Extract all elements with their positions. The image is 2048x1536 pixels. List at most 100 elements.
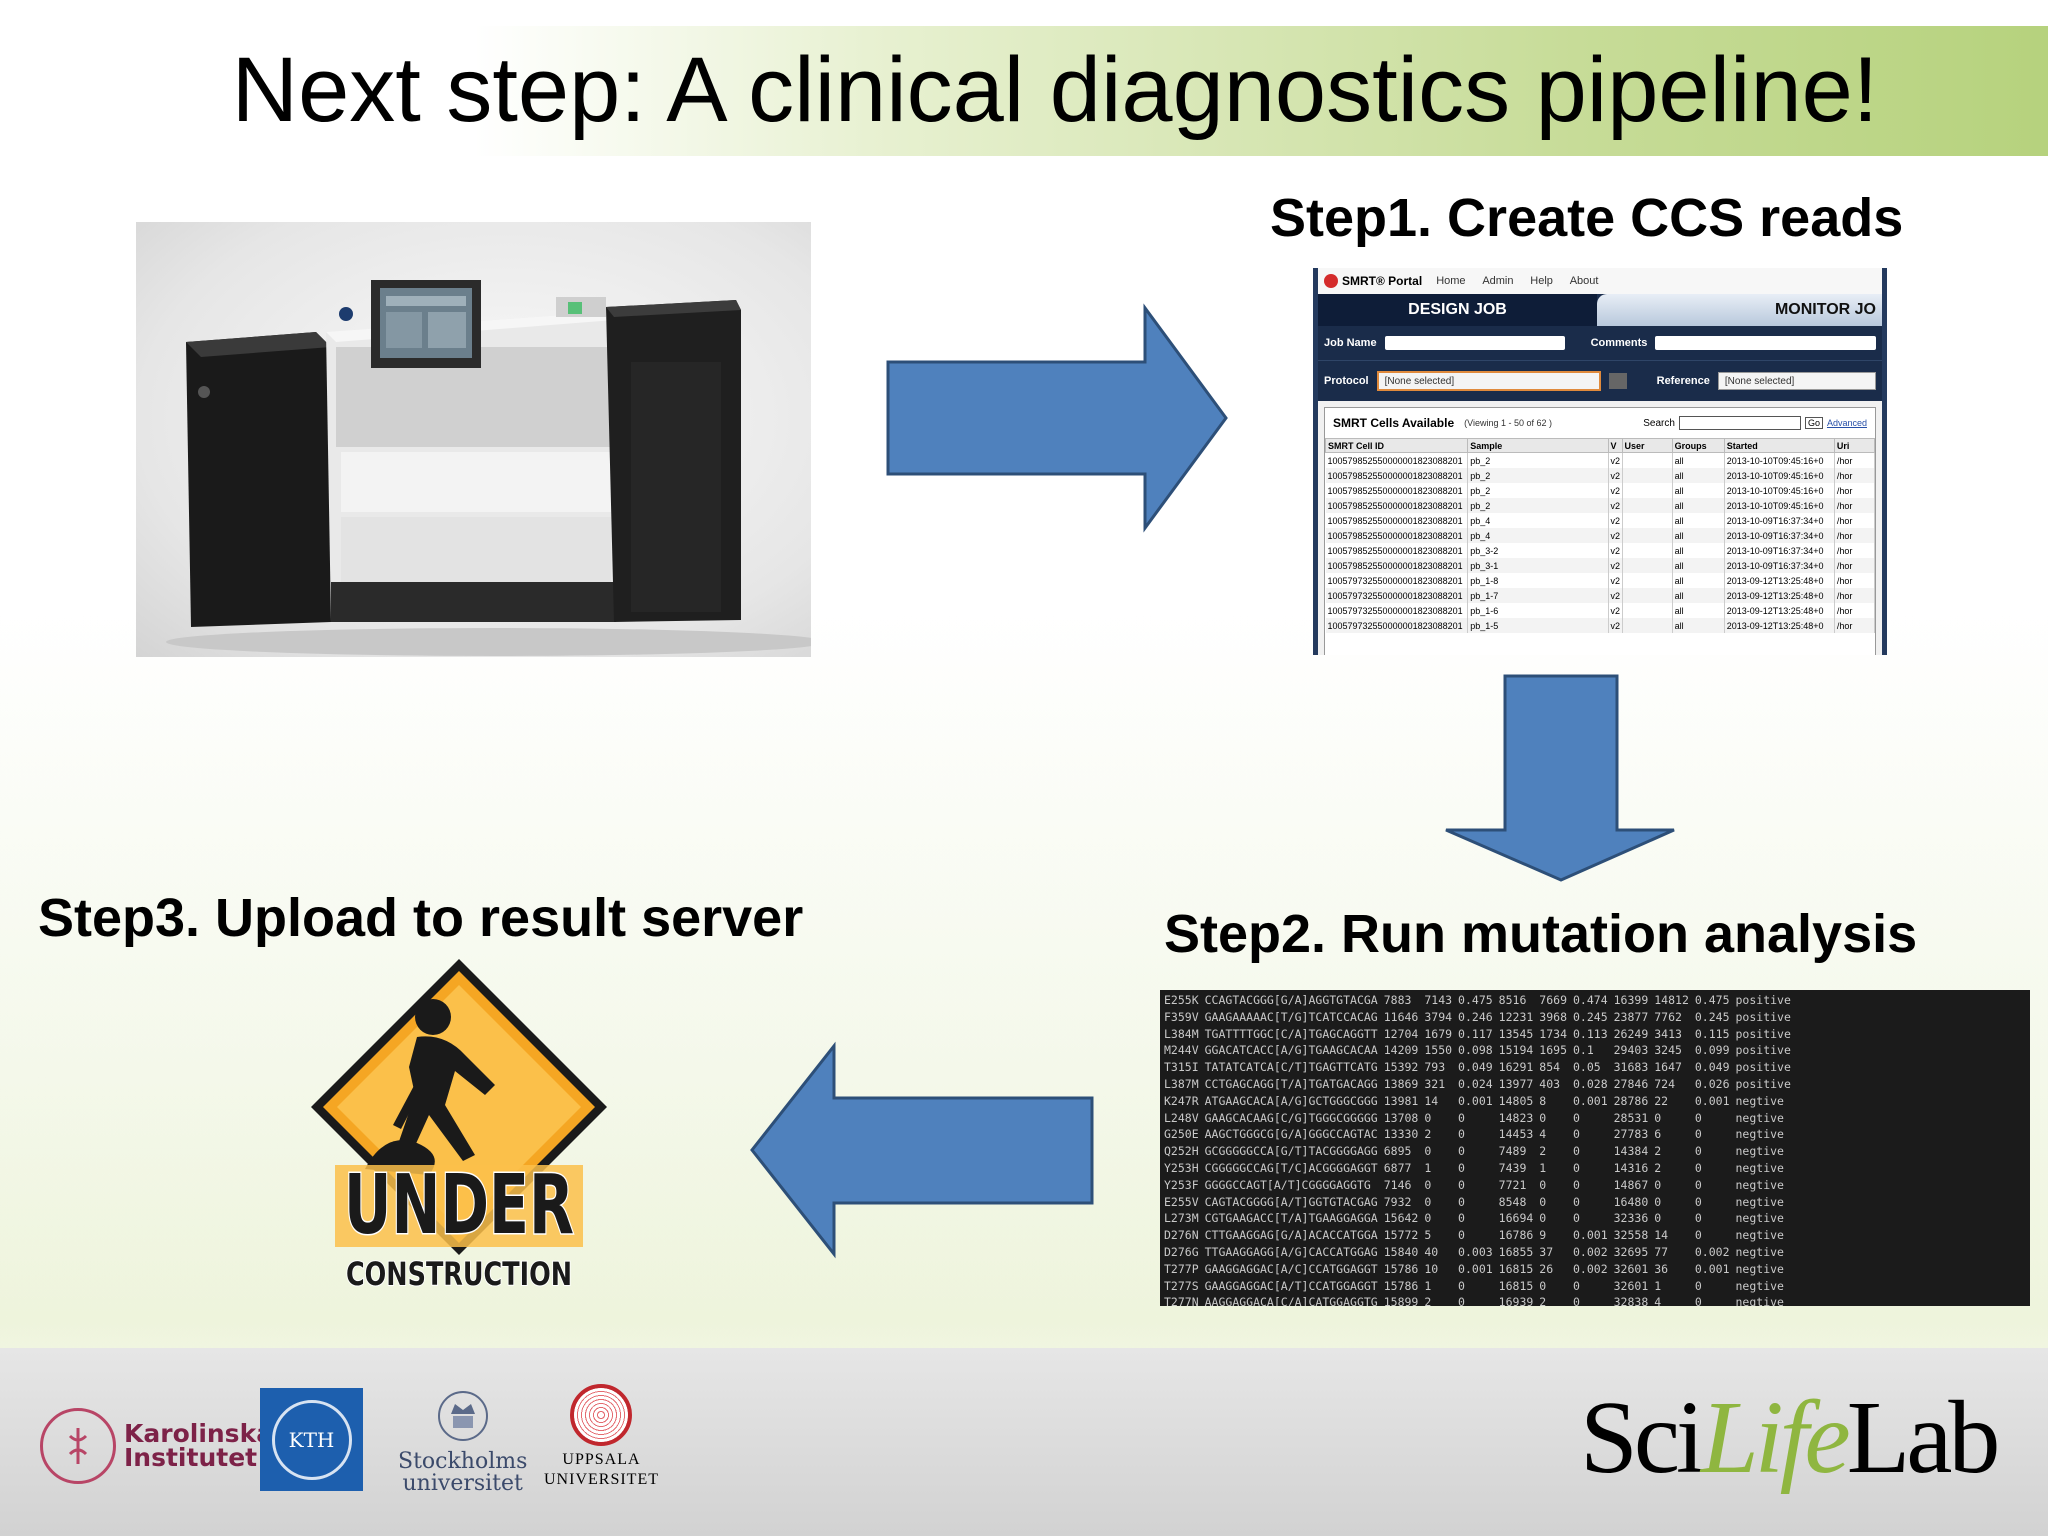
table-cell: /hor bbox=[1834, 543, 1876, 558]
mutation-cell: 0.001 bbox=[1458, 1093, 1493, 1108]
go-button[interactable]: Go bbox=[1804, 417, 1823, 429]
scilifelab-lab: Lab bbox=[1846, 1380, 2001, 1495]
stockholm-crown-icon bbox=[437, 1391, 488, 1441]
mutation-cell: L387M bbox=[1164, 1076, 1199, 1091]
table-cell: pb_2 bbox=[1467, 468, 1609, 483]
mutation-cell: negtive bbox=[1735, 1160, 1784, 1175]
pacbio-logo-icon bbox=[1324, 274, 1338, 288]
table-cell: 2013-10-09T16:37:34+0 bbox=[1724, 513, 1835, 528]
mutation-cell: 0 bbox=[1573, 1295, 1580, 1306]
mutation-cell: 7669 bbox=[1539, 993, 1567, 1007]
column-header[interactable]: Sample bbox=[1467, 438, 1609, 453]
table-cell bbox=[1622, 513, 1673, 528]
mutation-cell: 724 bbox=[1654, 1076, 1676, 1091]
protocol-select[interactable]: [None selected] bbox=[1376, 371, 1601, 391]
protocol-more-icon[interactable] bbox=[1608, 373, 1627, 389]
mutation-cell: 14384 bbox=[1613, 1144, 1649, 1159]
mutation-cell: 0.245 bbox=[1694, 1009, 1730, 1024]
mutation-cell: GAAGAAAAAC[T/G]TCATCCACAG bbox=[1204, 1009, 1378, 1024]
table-cell: 100579852550000001823088201 bbox=[1325, 452, 1469, 468]
mutation-cell: 12704 bbox=[1383, 1026, 1419, 1041]
advanced-link[interactable]: Advanced bbox=[1826, 418, 1867, 428]
sequencer-illustration bbox=[166, 280, 811, 656]
table-cell bbox=[1622, 483, 1673, 498]
mutation-cell: 32695 bbox=[1613, 1244, 1649, 1259]
nav-about[interactable]: About bbox=[1569, 275, 1599, 287]
mutation-cell: 6877 bbox=[1383, 1160, 1412, 1175]
mutation-cell: 0 bbox=[1694, 1228, 1702, 1243]
column-header[interactable]: Started bbox=[1723, 438, 1835, 453]
column-header[interactable]: Groups bbox=[1671, 438, 1725, 453]
table-cell bbox=[1622, 618, 1673, 633]
table-cell bbox=[1622, 573, 1673, 588]
table-cell: v2 bbox=[1608, 483, 1623, 498]
mutation-cell: 0 bbox=[1694, 1110, 1702, 1125]
nav-help[interactable]: Help bbox=[1530, 275, 1553, 287]
table-cell: pb_4 bbox=[1467, 528, 1609, 543]
nav-home[interactable]: Home bbox=[1436, 275, 1466, 287]
mutation-cell: 14805 bbox=[1498, 1093, 1534, 1108]
mutation-cell: 0 bbox=[1573, 1211, 1580, 1226]
mutation-cell: 0 bbox=[1694, 1177, 1702, 1192]
mutation-cell: 16939 bbox=[1498, 1295, 1534, 1306]
mutation-cell: positive bbox=[1735, 1043, 1791, 1058]
search-input[interactable] bbox=[1678, 416, 1801, 430]
mutation-cell: negtive bbox=[1735, 1211, 1784, 1226]
mutation-cell: 0 bbox=[1539, 1194, 1547, 1209]
mutation-cell: 0.001 bbox=[1694, 1261, 1730, 1276]
column-header[interactable]: SMRT Cell ID bbox=[1324, 438, 1469, 453]
column-header[interactable]: User bbox=[1621, 438, 1673, 453]
mutation-cell: negtive bbox=[1735, 1093, 1784, 1108]
mutation-cell: 0 bbox=[1424, 1177, 1432, 1192]
table-cell: pb_2 bbox=[1467, 452, 1609, 468]
nav-admin[interactable]: Admin bbox=[1482, 275, 1514, 287]
table-cell: v2 bbox=[1608, 618, 1623, 633]
table-cell: all bbox=[1672, 513, 1725, 528]
mutation-cell: F359V bbox=[1164, 1009, 1199, 1024]
mutation-cell: CCTGAGCAGG[T/A]TGATGACAGG bbox=[1204, 1076, 1378, 1091]
mutation-cell: positive bbox=[1735, 1076, 1791, 1091]
smrt-cells-title: SMRT Cells Available bbox=[1333, 416, 1455, 430]
mutation-cell: 16855 bbox=[1498, 1244, 1534, 1259]
table-cell: 2013-09-12T13:25:48+0 bbox=[1724, 573, 1835, 588]
mutation-cell: 1734 bbox=[1539, 1026, 1567, 1041]
mutation-cell: Q252H bbox=[1164, 1144, 1199, 1159]
mutation-cell: 0 bbox=[1654, 1194, 1662, 1209]
mutation-cell: 7721 bbox=[1498, 1177, 1527, 1192]
mutation-cell: GCGGGGGCCA[G/T]TACGGGGAGG bbox=[1204, 1144, 1378, 1159]
job-name-input[interactable] bbox=[1384, 336, 1565, 350]
mutation-cell: 15642 bbox=[1383, 1211, 1419, 1226]
reference-select[interactable]: [None selected] bbox=[1717, 372, 1876, 390]
mutation-cell: 0.117 bbox=[1458, 1026, 1493, 1041]
tab-design-job[interactable]: DESIGN JOB bbox=[1318, 294, 1597, 326]
tab-monitor-job[interactable]: MONITOR JO bbox=[1597, 294, 1882, 326]
table-cell: 100579732550000001823088201 bbox=[1325, 573, 1469, 588]
mutation-cell: 0.028 bbox=[1573, 1076, 1608, 1091]
mutation-cell: 0.001 bbox=[1573, 1093, 1608, 1108]
table-cell: 2013-10-10T09:45:16+0 bbox=[1724, 483, 1835, 498]
mutation-cell: 0 bbox=[1694, 1160, 1702, 1175]
comments-input[interactable] bbox=[1655, 336, 1876, 350]
table-cell: v2 bbox=[1608, 528, 1623, 543]
table-cell: v2 bbox=[1608, 513, 1623, 528]
mutation-cell: 32558 bbox=[1613, 1228, 1649, 1243]
table-header-row: SMRT Cell ID Sample V User Groups Starte… bbox=[1324, 438, 1876, 453]
column-header[interactable]: Uri bbox=[1833, 438, 1876, 453]
mutation-cell: 16815 bbox=[1498, 1278, 1534, 1293]
column-header[interactable]: V bbox=[1607, 438, 1623, 453]
